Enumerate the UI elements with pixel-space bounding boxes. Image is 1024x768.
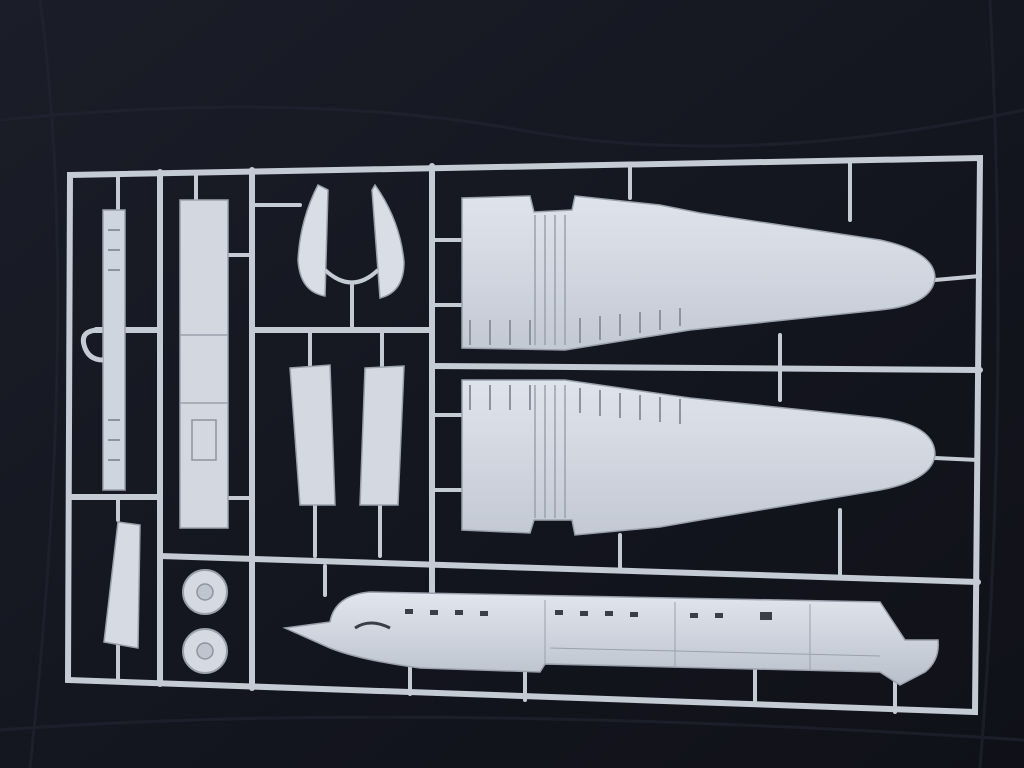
bomb-bay-panel — [179, 199, 229, 529]
tail-fin-part — [103, 521, 141, 649]
wheel-parts — [182, 569, 228, 674]
upper-wing-ribs — [469, 308, 681, 345]
spar-part — [80, 209, 126, 491]
upper-wing-half — [461, 195, 936, 351]
lower-wing-ribs — [469, 385, 681, 424]
fuselage-windows — [405, 609, 772, 620]
canopy-halves — [297, 183, 405, 299]
sprue-gates — [116, 158, 982, 714]
flap-parts — [289, 364, 405, 506]
fuselage-half — [282, 591, 939, 686]
lower-wing-half — [461, 379, 936, 536]
